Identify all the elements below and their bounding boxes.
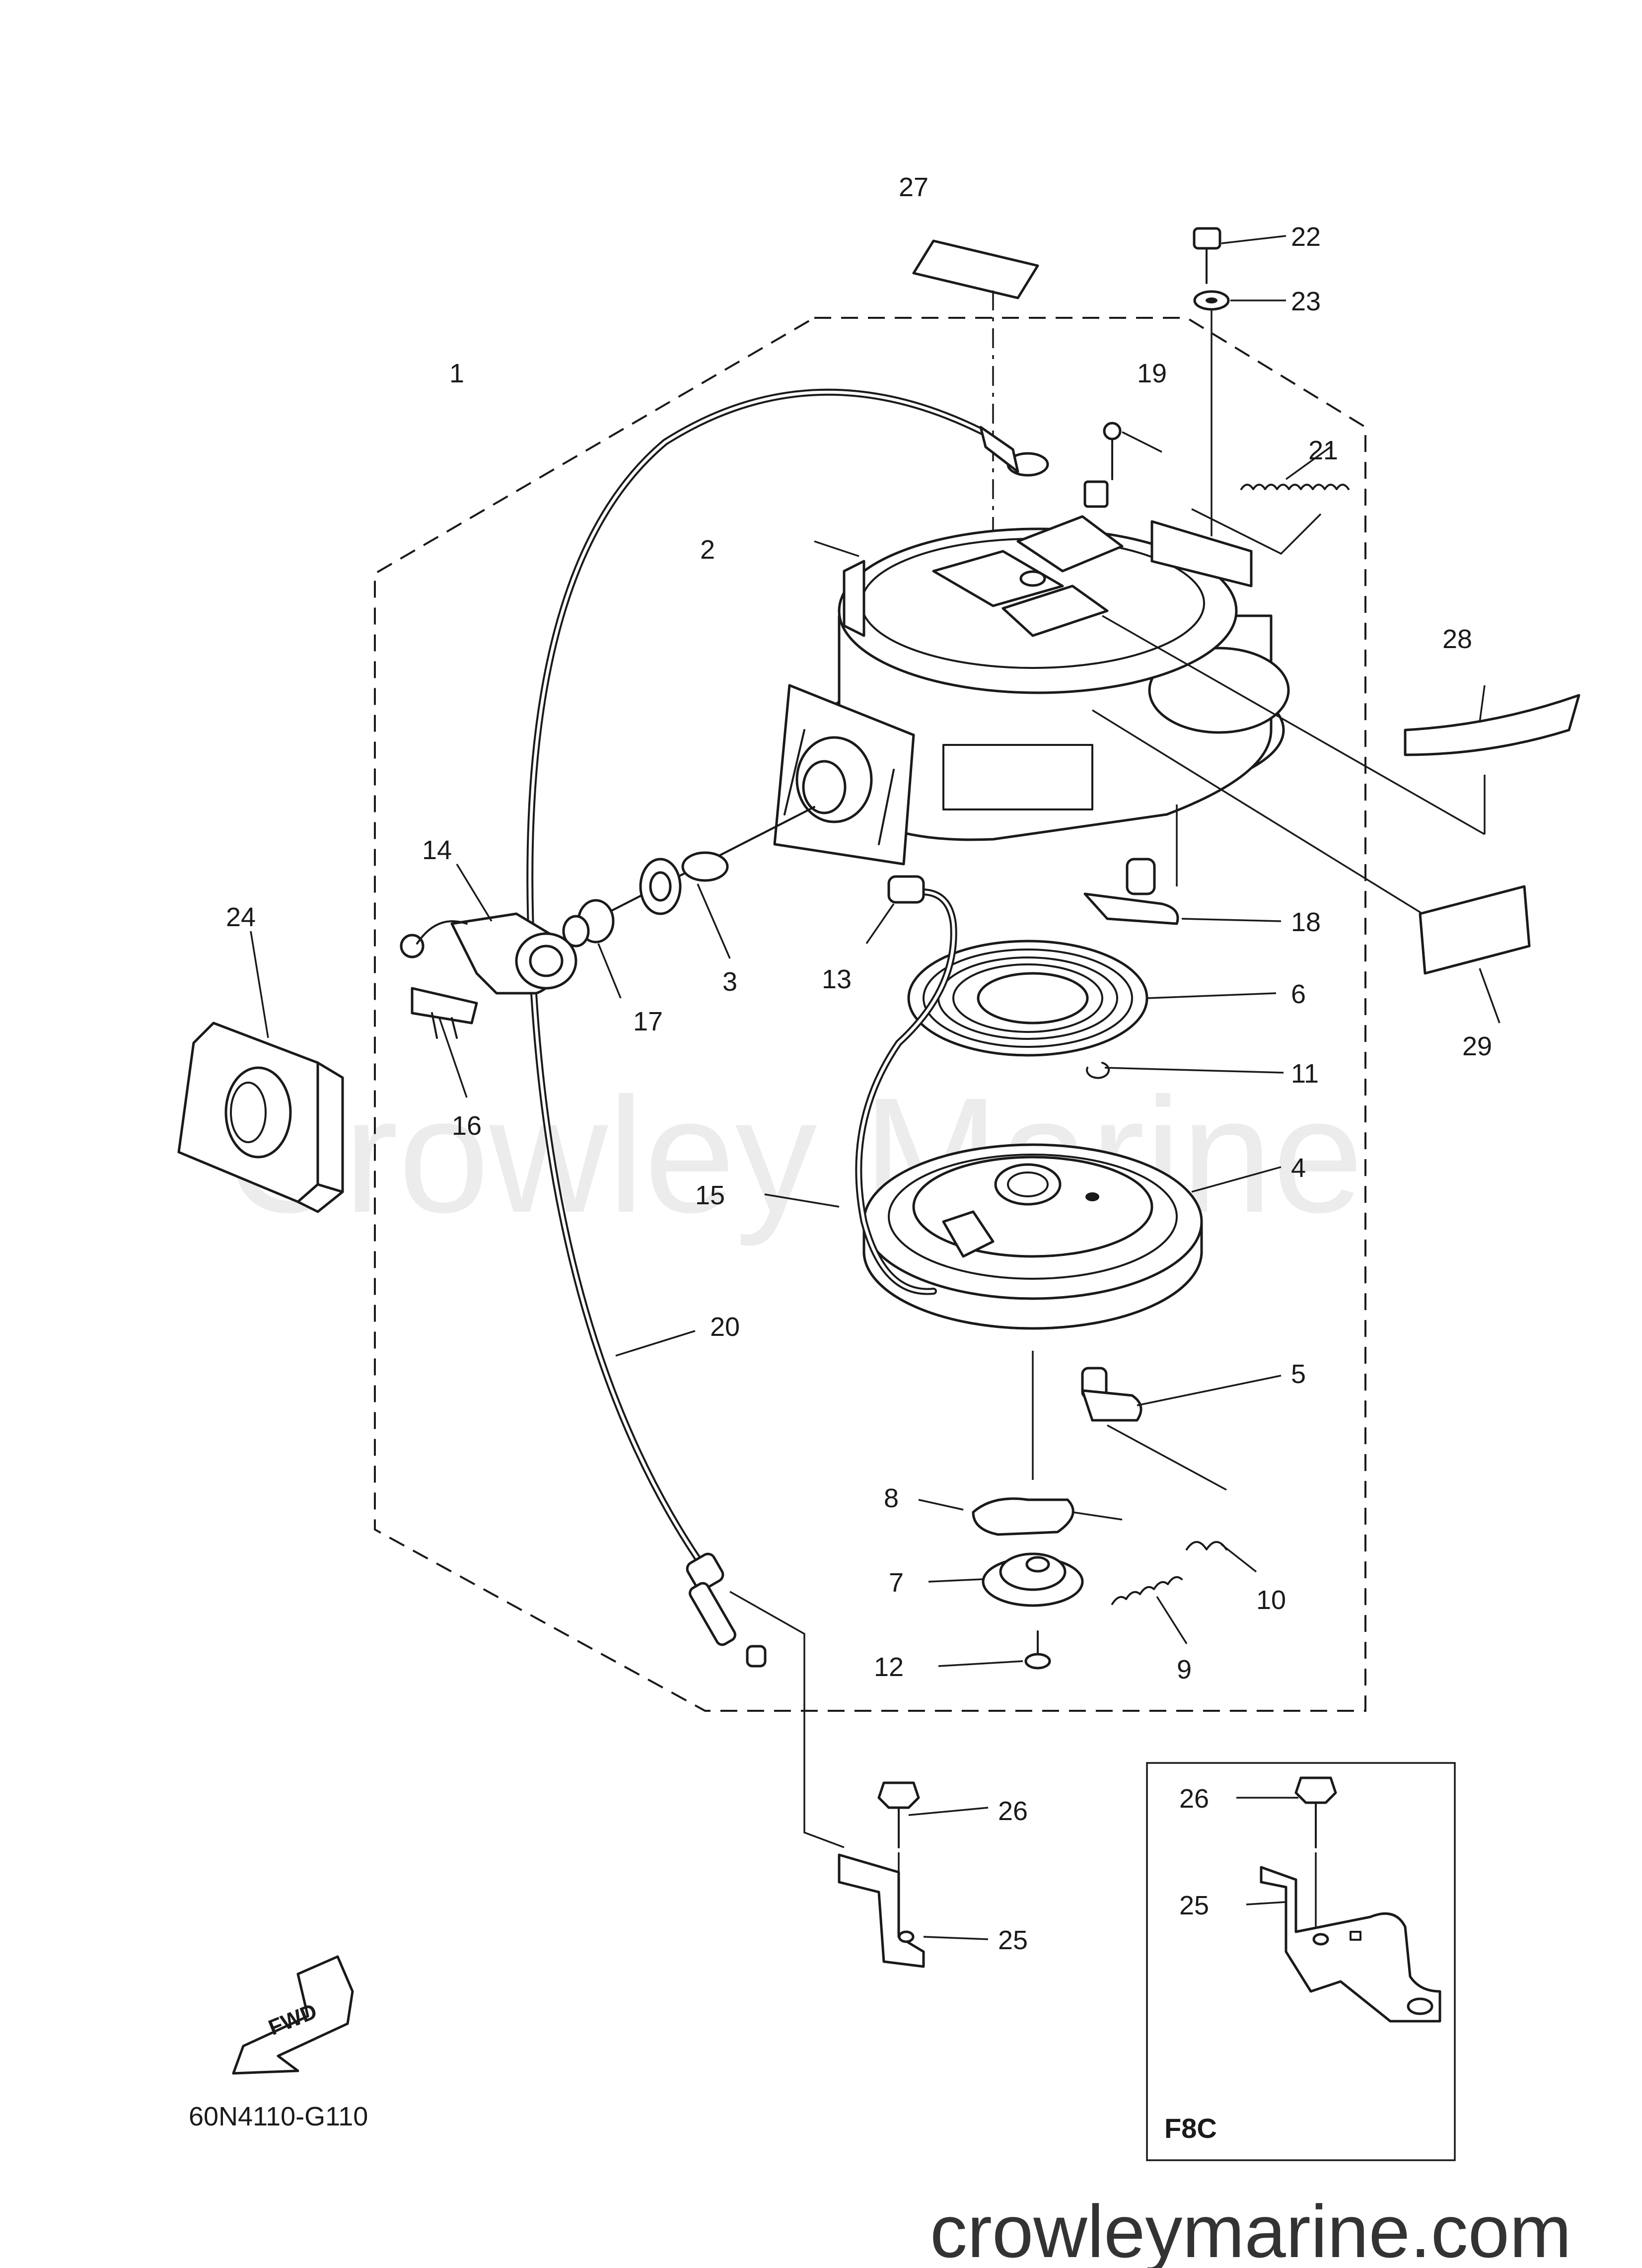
label-28: 28 [1442,624,1472,654]
label-16: 16 [452,1111,482,1141]
label-25-inset: 25 [1179,1891,1209,1920]
part-14-lever [400,864,577,995]
label-20: 20 [710,1312,740,1342]
part-16-bracket [411,987,478,1098]
part-5-pawl [1081,1367,1282,1491]
part-29-decal [1419,885,1531,1024]
assembly-boundary [374,317,1366,1712]
part-23-washer [1193,290,1286,536]
label-25: 25 [998,1925,1028,1955]
part-2-starter-housing [814,480,1290,841]
diagram-code: 60N4110-G110 [189,2102,368,2131]
part-6-spiral-spring [907,940,1277,1057]
label-18: 18 [1291,907,1321,937]
inset-f8c: F8C [1146,1762,1456,2161]
label-5: 5 [1291,1359,1306,1389]
label-19: 19 [1137,359,1167,388]
part-19-pin [1103,422,1162,480]
part-17-collar [562,899,622,999]
label-13: 13 [822,964,852,994]
part-28-decal [1404,685,1580,834]
label-7: 7 [889,1568,904,1598]
part-4-pulley [862,1143,1282,1330]
label-17: 17 [633,1007,663,1036]
part-8-plate [918,1497,1123,1536]
label-3: 3 [722,967,737,997]
label-27: 27 [899,172,928,202]
part-18-pawl [1083,858,1282,925]
cable-end-fitting [686,426,1049,1848]
label-21: 21 [1308,436,1338,465]
label-4: 4 [1291,1153,1306,1183]
label-2: 2 [700,535,715,565]
label-26: 26 [998,1796,1028,1826]
part-12-screw [938,1630,1051,1670]
label-24: 24 [226,902,256,932]
part-21-spring [1191,446,1350,555]
label-9: 9 [1177,1655,1192,1684]
part-13-grommet [865,875,925,944]
fwd-arrow-icon: FWD [232,1955,354,2075]
part-7-bushing [928,1552,1084,1607]
part-22-bolt [1193,227,1286,284]
label-10: 10 [1256,1585,1286,1615]
label-8: 8 [884,1483,899,1513]
label-15: 15 [695,1180,725,1210]
label-29: 29 [1462,1031,1492,1061]
part-labels: 1 2 3 4 5 6 7 8 9 10 11 12 13 14 15 16 1… [226,172,1492,1955]
label-23: 23 [1291,287,1321,316]
handle-guide [773,684,915,866]
part-9-spring [1111,1576,1188,1644]
part-10-spring [1186,1541,1257,1573]
label-6: 6 [1291,979,1306,1009]
part-11-clip [1086,1062,1284,1079]
footer-url: crowleymarine.com [930,2190,1571,2268]
label-11: 11 [1291,1059,1319,1089]
label-22: 22 [1291,222,1321,252]
part-3-rod [595,806,815,959]
label-1: 1 [449,359,464,388]
part-25-bracket [838,1853,989,1968]
inset-label: F8C [1164,2113,1217,2144]
label-14: 14 [422,835,452,865]
label-26-inset: 26 [1179,1784,1209,1814]
label-12: 12 [874,1652,904,1682]
part-24-grommet [177,931,344,1213]
